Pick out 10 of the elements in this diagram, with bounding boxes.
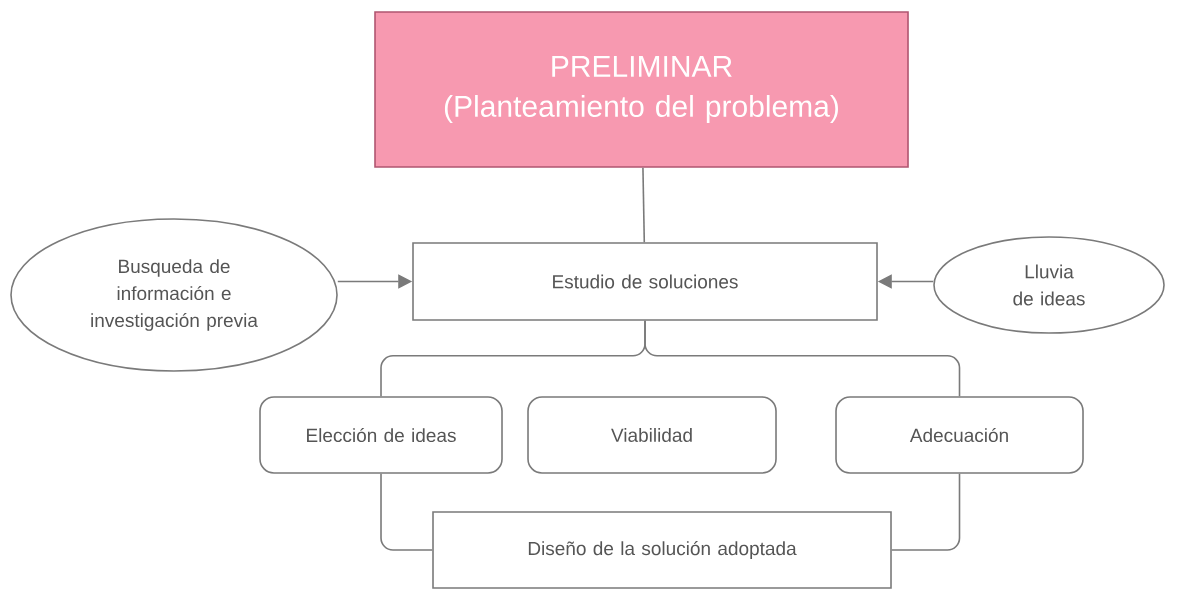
connector-line [642,167,646,243]
connector-line [891,473,961,551]
step-box: Adecuación [835,396,1084,474]
step-box: Viabilidad [527,396,777,474]
step-box: Elección de ideas [259,396,503,474]
process-box: Estudio de soluciones [412,242,878,321]
title-box: PRELIMINAR (Planteamiento del problema) [374,11,909,168]
result-box: Diseño de la solución adoptada [432,511,892,589]
connector-line [644,320,961,397]
connector-line [380,473,433,551]
